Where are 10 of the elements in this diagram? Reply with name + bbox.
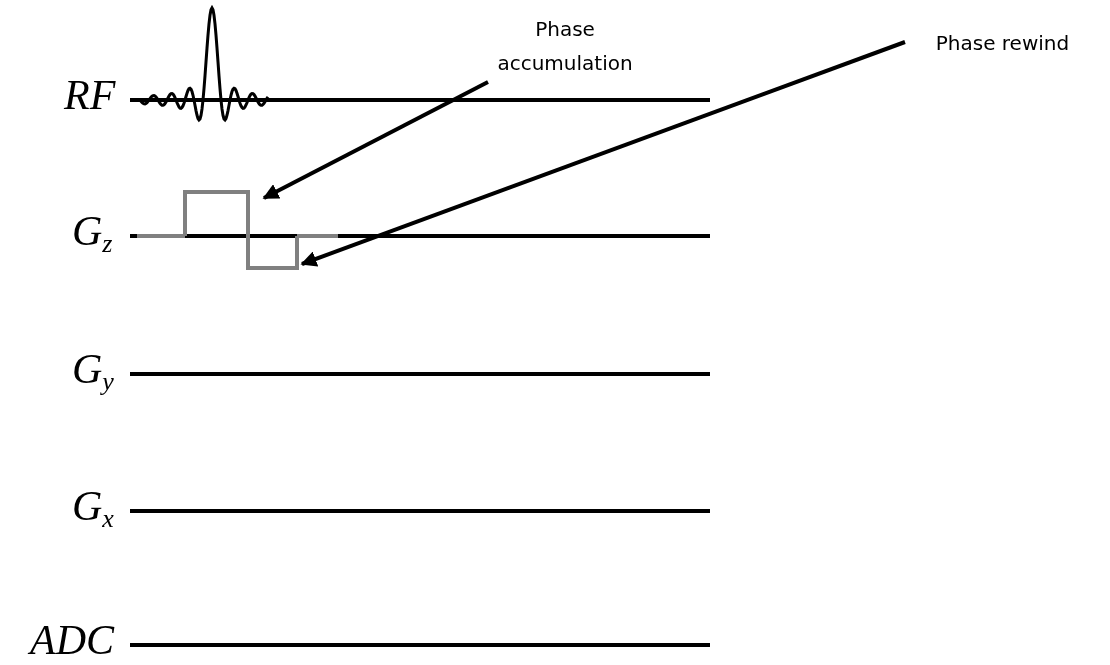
row-label: RF	[64, 74, 116, 116]
callout-text: Phase rewind	[934, 30, 1071, 57]
gradient-lobe	[246, 234, 299, 270]
row-label: G$_{y}$	[72, 348, 114, 395]
callout-text: Phase accumulation	[496, 16, 634, 77]
gradient-lobe	[183, 190, 250, 238]
row-label: G$_{z}$	[72, 210, 113, 257]
leader-arrow	[262, 80, 489, 200]
row-label: G$_{x}$	[72, 485, 114, 532]
leader-arrow	[300, 40, 906, 267]
